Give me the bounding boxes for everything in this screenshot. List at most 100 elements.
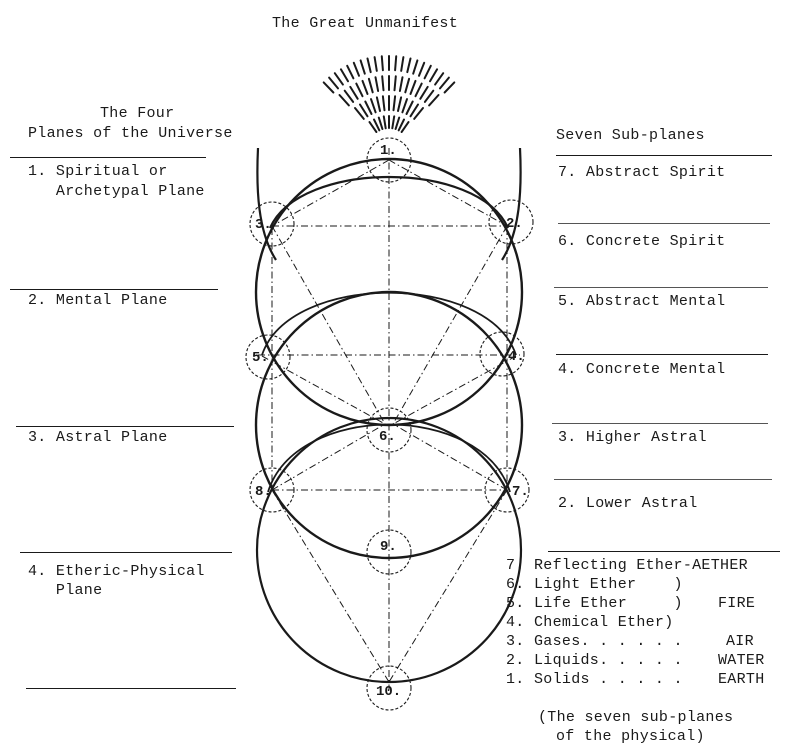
right-divider-7 [548,551,780,552]
physical-5-element: FIRE [718,595,756,612]
point-6-label: 6. [379,429,396,445]
ray-stroke [434,72,445,86]
point-4-label: 4. [508,349,525,365]
ray-stroke [373,56,378,72]
point-1-label: 1. [380,143,397,159]
ray-stroke [400,56,405,72]
ray-stroke [343,89,355,103]
right-divider-6 [554,479,772,480]
ray-stroke [400,121,410,133]
ray-stroke [393,75,397,92]
ray-stroke [406,57,412,74]
ray-stroke [391,115,396,130]
sub-plane-7: 7. Abstract Spirit [558,164,726,181]
physical-note-line-2: of the physical) [556,728,705,745]
ray-stroke [349,85,359,100]
physical-2-name: Liquids. . . . . [534,652,683,669]
outer-boundary-left [256,147,277,261]
ray-stroke [359,59,366,75]
physical-6-name: Light Ether ) [534,576,683,593]
ray-stroke [423,89,435,103]
right-divider-1 [556,155,772,156]
ray-stroke [367,77,374,94]
point-7-label: 7. [512,484,529,500]
physical-3-num: 3. [506,633,525,650]
left-divider-2 [10,289,218,290]
plane-4-line-2: Plane [28,582,103,599]
ray-stroke [381,95,386,112]
physical-2-num: 2. [506,652,525,669]
ray-stroke [339,68,349,83]
ray-stroke [373,118,381,132]
sub-plane-6: 6. Concrete Spirit [558,233,726,250]
physical-1-num: 1. [506,671,525,688]
ray-stroke [322,81,335,94]
outer-boundary-right [501,147,522,261]
sub-plane-5: 5. Abstract Mental [558,293,726,310]
point-8-label: 8. [255,484,272,500]
left-divider-4 [20,552,232,553]
ray-stroke [354,107,365,120]
physical-5-name: Life Ether ) [534,595,683,612]
ray-stroke [364,100,373,115]
ray-stroke [359,103,369,118]
plane-1-line-1: 1. Spiritual or [28,163,168,180]
page-title: The Great Unmanifest [272,15,459,32]
ray-stroke [439,76,450,90]
ray-stroke [375,96,381,112]
plane-4-line-1: 4. Etheric-Physical [28,563,205,580]
ray-stroke [328,76,339,90]
physical-1-name: Solids . . . . . [534,671,683,688]
ray-stroke [404,77,411,94]
ray-stroke [429,68,439,83]
left-header-line-1: The Four [100,105,175,122]
sub-plane-4: 4. Concrete Mental [558,361,726,378]
plane-1-line-2: Archetypal Plane [28,183,205,200]
physical-3-element: AIR [726,633,754,650]
plane-2-label: 2. Mental Plane [28,292,168,309]
ray-stroke [394,55,398,72]
ray-stroke [405,100,414,115]
point-5-label: 5. [252,350,269,366]
ray-stroke [370,98,377,114]
physical-1-element: EARTH [718,671,765,688]
left-header-line-2: Planes of the Universe [28,125,233,142]
ray-stroke [397,118,405,132]
ray-stroke [409,79,417,95]
ray-stroke [355,82,364,98]
lower-circle [255,416,523,684]
ray-stroke [333,72,344,86]
radiance-rays [322,55,456,133]
ray-stroke [401,98,408,114]
ray-stroke [338,94,350,107]
ray-stroke [381,75,385,92]
ray-stroke [443,81,456,94]
plane-3-label: 3. Astral Plane [28,429,168,446]
node-circles [245,137,534,711]
ray-stroke [428,94,440,107]
physical-4-name: Chemical Ether) [534,614,674,631]
physical-2-element: WATER [718,652,765,669]
ray-stroke [397,96,403,112]
point-9-label: 9. [380,539,397,555]
ray-stroke [374,76,380,92]
ray-stroke [418,61,426,77]
point-3-label: 3. [255,217,272,233]
ray-stroke [366,57,372,74]
right-divider-5 [552,423,768,424]
physical-3-name: Gases. . . . . . [534,633,683,650]
ray-stroke [352,61,360,77]
ray-stroke [412,59,419,75]
left-divider-5 [26,688,236,689]
ray-stroke [380,55,384,72]
left-divider-3 [16,426,234,427]
physical-note-line-1: (The seven sub-planes [538,709,734,726]
ray-stroke [413,107,424,120]
ray-stroke [409,103,419,118]
ray-stroke [377,116,384,130]
ray-stroke [414,82,423,98]
right-divider-2 [558,223,770,224]
point-2-label: 2. [506,216,523,232]
right-divider-3 [554,287,768,288]
